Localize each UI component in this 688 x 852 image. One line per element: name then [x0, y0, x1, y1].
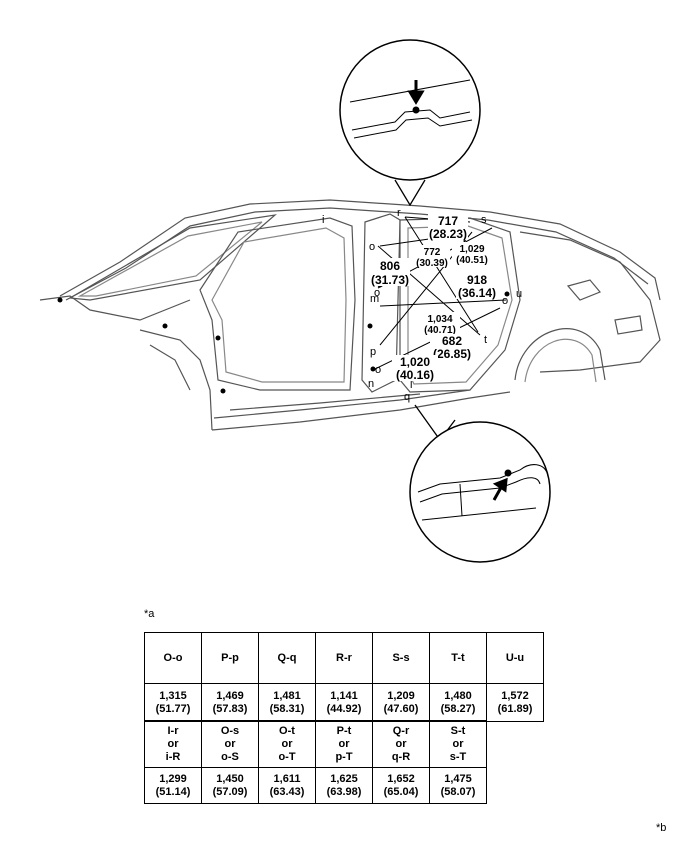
point-label-r: r [397, 207, 401, 219]
body-dimension-diagram: i r s o m o p o n l q t u o 717 (28.23) … [39, 39, 661, 563]
table-header-cell: Q-q [258, 632, 316, 684]
note-a: *a [144, 608, 155, 620]
table-value-cell: 1,625(63.98) [315, 767, 373, 804]
table-value-cell: 1,141(44.92) [315, 683, 373, 722]
measurement-sub: (28.23) [429, 227, 467, 241]
table-value-cell: 1,299(51.14) [144, 767, 202, 804]
table-header-row: O-o P-p Q-q R-r S-s T-t U-u [144, 632, 544, 684]
point-label-s: s [481, 214, 487, 226]
point-label-l: l [410, 379, 412, 391]
table-header-cell: O-o [144, 632, 202, 684]
measurement-value: 717 [438, 214, 458, 228]
point-label-o: o [369, 241, 375, 253]
point-label-u: u [516, 288, 522, 300]
note-b: *b [656, 822, 667, 834]
measurement-sub: (40.16) [396, 368, 434, 382]
point-label-n: n [368, 378, 374, 390]
measurement-sub: (40.71) [424, 325, 456, 336]
table-value-cell: 1,480(58.27) [429, 683, 487, 722]
table-value-cell: 1,652(65.04) [372, 767, 430, 804]
measurement-sub: (36.14) [458, 286, 496, 300]
table-header-cell: P-p [201, 632, 259, 684]
table-value-cell: 1,611(63.43) [258, 767, 316, 804]
table-header-cell: T-t [429, 632, 487, 684]
dimension-table-1: O-o P-p Q-q R-r S-s T-t U-u 1,315(51.77)… [144, 632, 544, 722]
table-value-cell: 1,481(58.31) [258, 683, 316, 722]
point-label-o-3: o [375, 364, 381, 376]
point-label-o-2: o [374, 287, 380, 299]
measurement-1034: 1,034 (40.71) [420, 312, 460, 336]
detail-circle-lower [409, 404, 551, 563]
measurement-918: 918 (36.14) [456, 273, 498, 300]
table-header-cell: U-u [486, 632, 544, 684]
up-right-arrow-icon [492, 477, 508, 501]
measurement-1029: 1,029 (40.51) [452, 242, 492, 266]
table-value-cell: 1,209(47.60) [372, 683, 430, 722]
measurement-sub: (30.39) [416, 258, 448, 269]
detail-circle-upper [339, 39, 481, 207]
car-body-outline [39, 199, 661, 431]
table-value-cell: 1,315(51.77) [144, 683, 202, 722]
measurement-value: 682 [442, 334, 462, 348]
down-arrow-icon [407, 80, 425, 105]
measurement-value: 1,020 [400, 355, 430, 369]
measurement-value: 1,034 [427, 314, 452, 325]
measurement-sub: (40.51) [456, 255, 488, 266]
table-header-cell: R-r [315, 632, 373, 684]
table-value-row: 1,299(51.14) 1,450(57.09) 1,611(63.43) 1… [144, 767, 487, 804]
measurement-1020: 1,020 (40.16) [392, 355, 438, 382]
point-label-m: m [370, 293, 379, 305]
point-label-i: i [322, 214, 324, 226]
table-value-cell: 1,450(57.09) [201, 767, 259, 804]
point-label-q: q [404, 391, 410, 403]
point-labels: i r s o m o p o n l q t u o [322, 207, 522, 403]
point-label-p: p [370, 346, 376, 358]
measurement-sub: (31.73) [371, 273, 409, 287]
table-value-cell: 1,475(58.07) [429, 767, 487, 804]
measurement-point-dot [412, 106, 420, 114]
measurement-value: 772 [424, 247, 441, 258]
measurement-value: 806 [380, 259, 400, 273]
measurement-labels: 717 (28.23) 772 (30.39) 1,029 (40.51) 80… [370, 214, 498, 382]
measurement-sub: (26.85) [433, 347, 471, 361]
table-value-cell: 1,572(61.89) [486, 683, 544, 722]
measurement-point-dot [504, 469, 512, 477]
point-label-o-4: o [502, 295, 508, 307]
table-value-row: 1,315(51.77) 1,469(57.83) 1,481(58.31) 1… [144, 683, 544, 722]
measurement-717: 717 (28.23) [428, 214, 468, 241]
table-header-cell: S-s [372, 632, 430, 684]
reference-holes [57, 282, 510, 394]
measurement-value: 1,029 [459, 244, 484, 255]
measurement-value: 918 [467, 273, 487, 287]
measurement-772: 772 (30.39) [414, 245, 450, 269]
measurement-806: 806 (31.73) [370, 258, 410, 287]
table-value-cell: 1,469(57.83) [201, 683, 259, 722]
point-label-t: t [484, 334, 487, 346]
